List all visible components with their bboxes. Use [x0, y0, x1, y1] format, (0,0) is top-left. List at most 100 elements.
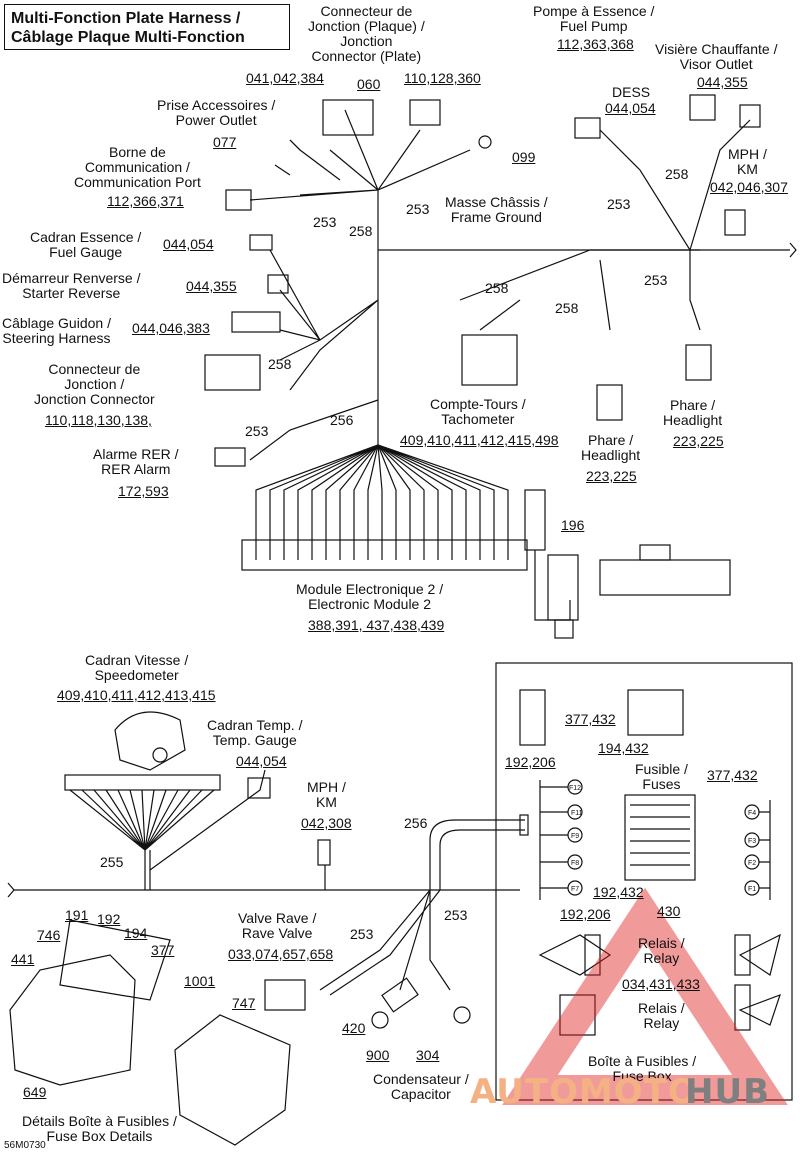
watermark-triangle [502, 887, 788, 1105]
callout-377-432: 377,432 [565, 711, 616, 727]
nums-tacho: 409,410,411,412,415,498 [400, 432, 559, 448]
title-line-1: Multi-Fonction Plate Harness / [11, 10, 241, 27]
wire-number: 258 [268, 356, 292, 372]
nums-starter: 044,355 [186, 278, 237, 294]
speedometer-body [114, 711, 186, 771]
nums-jonction-plate: 110,128,360 [404, 70, 481, 86]
label-phare-1: Phare /Headlight [581, 432, 641, 463]
wire-number: 258 [555, 300, 579, 316]
label-steering: Câblage Guidon /Steering Harness [2, 315, 111, 346]
wire-number: 253 [313, 214, 337, 230]
callout-377: 377 [151, 942, 175, 958]
label-dess: DESS [612, 84, 651, 100]
nums-relais: 034,431,433 [622, 976, 700, 992]
nums-mph-bottom: 042,308 [301, 815, 352, 831]
wire-number: 256 [330, 412, 354, 428]
nums-phare-2: 223,225 [673, 433, 724, 449]
wire-number: 255 [100, 854, 124, 870]
module-fan-wires [255, 444, 509, 560]
fuse-block [624, 794, 696, 881]
title-line-2: Câblage Plaque Multi-Fonction [11, 29, 245, 46]
callout-196: 196 [561, 517, 585, 533]
label-pompe: Pompe à Essence /Fuel Pump [533, 3, 655, 34]
nums-dess: 044,054 [605, 100, 656, 116]
nums-jonction: 110,118,130,138, [45, 412, 152, 428]
label-condensateur: Condensateur /Capacitor [373, 1071, 469, 1102]
callout-191: 191 [65, 907, 89, 923]
callout-420: 420 [342, 1020, 366, 1036]
callout-194-432: 194,432 [598, 740, 649, 756]
nums-fuel-gauge: 044,054 [163, 236, 214, 252]
nums-pompe: 112,363,368 [557, 36, 634, 52]
callout-747: 747 [232, 995, 256, 1011]
wire-number: 253 [350, 926, 374, 942]
wire-number: 256 [404, 815, 428, 831]
drawing-code: 56M0730 [4, 1140, 46, 1151]
label-masse: Masse Châssis /Frame Ground [445, 194, 548, 225]
wire-number: 253 [607, 196, 631, 212]
fuse-grid [630, 804, 690, 866]
watermark-part2: HUB [685, 1072, 770, 1112]
nums-060: 060 [357, 76, 381, 92]
nums-speedo: 409,410,411,412,413,415 [57, 687, 216, 703]
fuse-label: F8 [571, 860, 580, 867]
wire-number: 258 [349, 223, 373, 239]
electronic-module-device [599, 559, 731, 596]
callout-192-206: 192,206 [505, 754, 556, 770]
fuse-box-frame [495, 662, 793, 1101]
fuse-box-details-drawing [9, 954, 136, 1086]
nums-mph-top: 042,046,307 [710, 179, 788, 195]
wire-number: 253 [245, 423, 269, 439]
nums-temp: 044,054 [236, 753, 287, 769]
callout-746: 746 [37, 927, 61, 943]
wire-number: 253 [644, 272, 668, 288]
rave-valve-connector [264, 979, 306, 1011]
nums-077: 077 [213, 134, 237, 150]
label-relais-2: Relais /Relay [638, 1000, 685, 1031]
label-fusebox-details: Détails Boîte à Fusibles /Fuse Box Detai… [22, 1113, 177, 1144]
nums-visiere: 044,355 [697, 74, 748, 90]
label-rave: Valve Rave /Rave Valve [238, 910, 317, 941]
callout-1001: 1001 [184, 973, 216, 989]
wire-number: 258 [665, 166, 689, 182]
label-temp: Cadran Temp. /Temp. Gauge [207, 717, 303, 748]
fuse-label: F2 [748, 860, 757, 867]
label-tacho: Compte-Tours /Tachometer [430, 396, 526, 427]
watermark-part1: AUTOMOTO [470, 1072, 698, 1112]
callout-430: 430 [657, 903, 681, 919]
wire-number: 253 [444, 907, 468, 923]
label-fusible: Fusible /Fuses [635, 761, 688, 792]
page-title: Multi-Fonction Plate Harness / Câblage P… [4, 4, 290, 50]
fuse-label: F9 [571, 833, 580, 840]
speedo-fan-wires [69, 769, 266, 890]
callout-441: 441 [11, 951, 35, 967]
fuse-label: F11 [571, 810, 583, 817]
nums-099: 099 [512, 149, 536, 165]
nums-borne: 112,366,371 [107, 193, 184, 209]
wire-number: 258 [485, 280, 509, 296]
module-connector [241, 539, 528, 571]
callout-304: 304 [416, 1047, 440, 1063]
nums-rer: 172,593 [118, 483, 169, 499]
label-fusebox: Boîte à Fusibles /Fuse Box [588, 1053, 697, 1084]
fuse-label: F3 [748, 838, 757, 845]
callout-192-432: 192,432 [593, 884, 644, 900]
label-module: Module Electronique 2 /Electronic Module… [296, 581, 444, 612]
nums-steering: 044,046,383 [132, 320, 210, 336]
label-mph-bottom: MPH /KM [307, 779, 346, 810]
fuse-label: F1 [748, 886, 757, 893]
fuse-label: F4 [748, 810, 757, 817]
fuse-label: F7 [571, 886, 580, 893]
fuse-box-747-drawing [174, 1014, 291, 1146]
label-phare-2: Phare /Headlight [663, 397, 723, 428]
label-rer: Alarme RER /RER Alarm [93, 446, 179, 477]
label-starter: Démarreur Renverse /Starter Reverse [2, 270, 141, 301]
callout-900: 900 [366, 1047, 390, 1063]
label-prise: Prise Accessoires /Power Outlet [157, 97, 276, 128]
nums-module: 388,391, 437,438,439 [308, 617, 445, 633]
callout-377-432-right: 377,432 [707, 767, 758, 783]
